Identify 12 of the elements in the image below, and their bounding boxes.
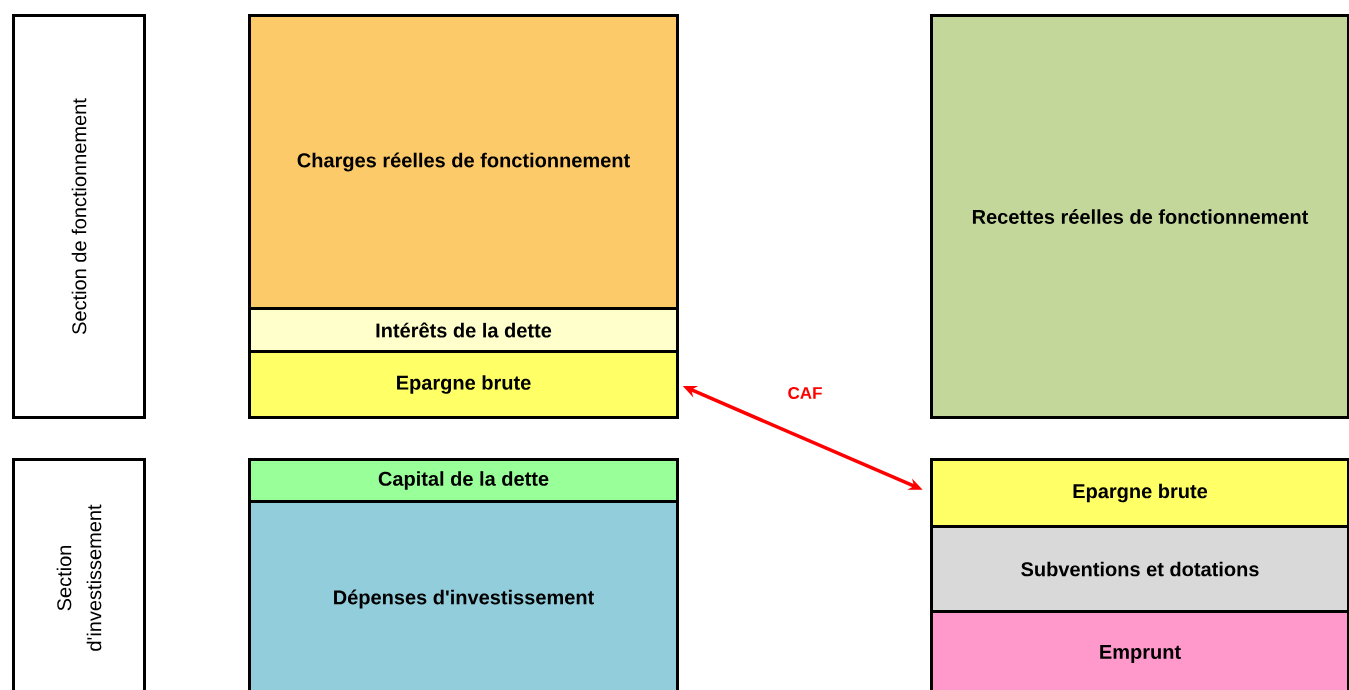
section-box: Section d'investissement bbox=[12, 458, 146, 690]
budget-block: Epargne brute bbox=[930, 458, 1349, 528]
budget-block: Charges réelles de fonctionnement bbox=[248, 14, 679, 310]
budget-block: Intérêts de la dette bbox=[248, 307, 679, 353]
edge-label: CAF bbox=[788, 387, 822, 399]
budget-block: Recettes réelles de fonctionnement bbox=[930, 14, 1349, 419]
budget-block: Subventions et dotations bbox=[930, 525, 1349, 613]
budget-block: Emprunt bbox=[930, 610, 1349, 690]
budget-block: Capital de la dette bbox=[248, 458, 679, 503]
section-box: Section de fonctionnement bbox=[12, 14, 146, 419]
budget-block: Dépenses d'investissement bbox=[248, 500, 679, 690]
budget-block: Epargne brute bbox=[248, 350, 679, 419]
